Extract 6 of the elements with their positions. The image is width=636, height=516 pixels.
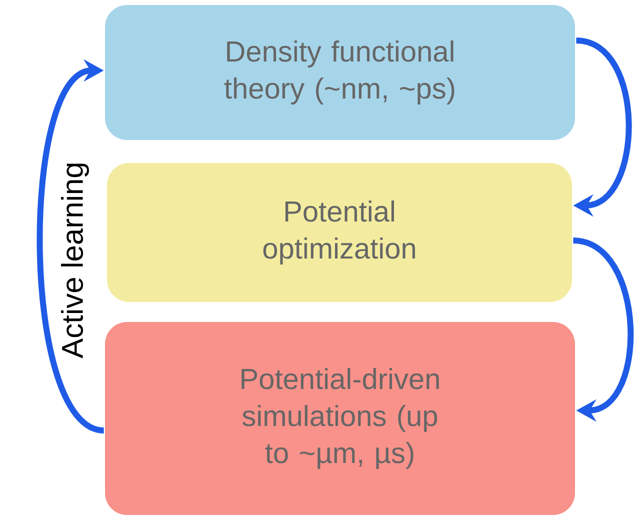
curved-arrow: [36, 59, 105, 434]
process-box: Potential-driven simulations (up to ~µm, µs): [105, 322, 575, 515]
edge-label: Active learning: [61, 164, 89, 358]
process-box: Potential optimization: [107, 163, 572, 302]
curved-arrow: [572, 238, 634, 422]
process-box: Density functional theory (~nm, ~ps): [105, 5, 575, 140]
